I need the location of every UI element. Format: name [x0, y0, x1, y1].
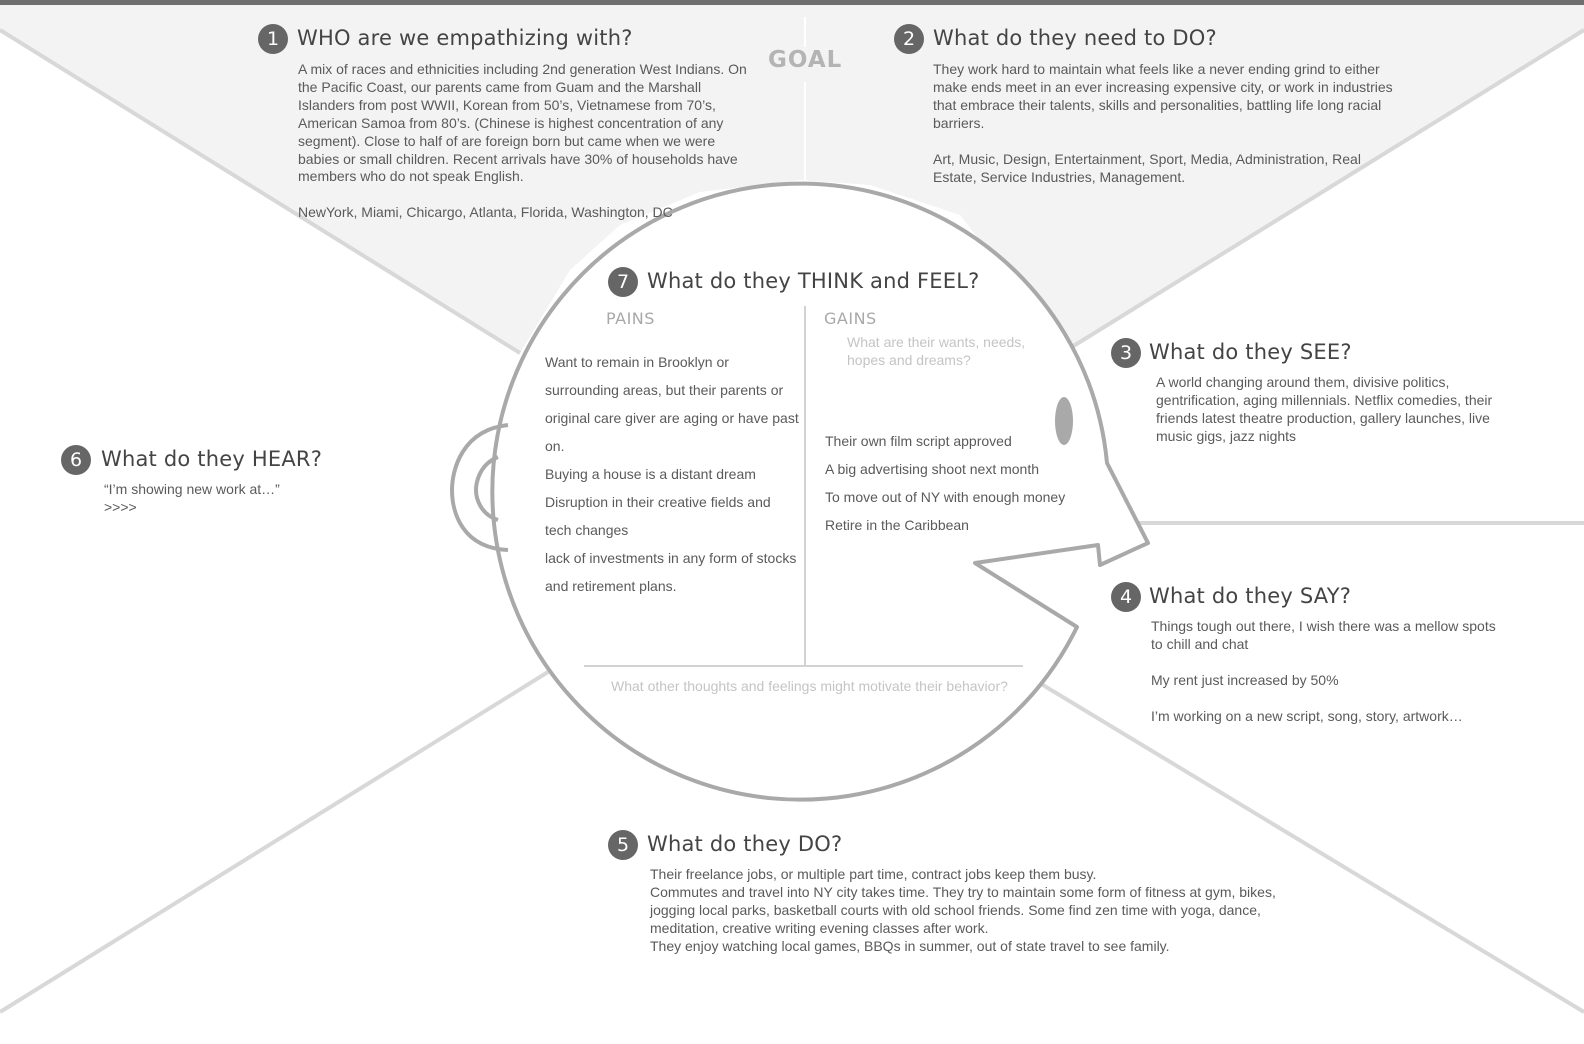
divider-bottom-right	[1026, 674, 1584, 1014]
do-heading: What do they DO?	[647, 832, 843, 856]
think-heading: What do they THINK and FEEL?	[647, 269, 980, 293]
section-number-7: 7	[608, 267, 638, 297]
do-body: Their freelance jobs, or multiple part t…	[650, 866, 1300, 956]
who-heading: WHO are we empathizing with?	[297, 26, 633, 50]
section-number-1: 1	[258, 24, 288, 54]
section-number-5: 5	[608, 830, 638, 860]
say-heading: What do they SAY?	[1149, 584, 1352, 608]
say-quote: My rent just increased by 50%	[1151, 671, 1339, 688]
gain-item: To move out of NY with enough money	[825, 489, 1066, 505]
say-quote: Things tough out there, I wish there was…	[1151, 618, 1496, 652]
ear-outer	[449, 423, 509, 552]
section-number-6: 6	[61, 445, 91, 475]
pain-item: lack of investments in any form of stock…	[545, 550, 797, 594]
gain-item: A big advertising shoot next month	[825, 461, 1040, 477]
see-heading: What do they SEE?	[1149, 340, 1352, 364]
gains-hint: What are their wants, needs, hopes and d…	[847, 334, 1026, 368]
gains-list: Their own film script approved A big adv…	[825, 427, 1095, 539]
goal-region	[0, 5, 1584, 353]
head-outline	[490, 181, 1150, 802]
gain-item: Retire in the Caribbean	[825, 517, 969, 533]
pain-item: Buying a house is a distant dream	[545, 466, 756, 482]
do-line: Commutes and travel into NY city takes t…	[650, 883, 1276, 936]
top-border	[0, 0, 1584, 5]
section-number-2: 2	[894, 24, 924, 54]
hear-heading: What do they HEAR?	[101, 447, 323, 471]
goal-label: GOAL	[768, 47, 843, 73]
do-line: Their freelance jobs, or multiple part t…	[650, 866, 1097, 882]
think-bottom-hint: What other thoughts and feelings might m…	[611, 678, 1008, 694]
who-body: A mix of races and ethnicities including…	[298, 61, 758, 222]
hear-body: “I’m showing new work at…” >>>>	[104, 481, 364, 517]
who-paragraph: A mix of races and ethnicities including…	[298, 61, 747, 185]
say-quote: I’m working on a new script, song, story…	[1151, 707, 1463, 724]
see-text: A world changing around them, divisive p…	[1156, 374, 1493, 444]
section-number-3: 3	[1111, 338, 1141, 368]
gains-label: GAINS	[824, 309, 877, 328]
need-industries: Art, Music, Design, Entertainment, Sport…	[933, 150, 1361, 185]
gain-item: Their own film script approved	[825, 433, 1012, 449]
say-body: Things tough out there, I wish there was…	[1151, 618, 1511, 726]
divider-bottom-left	[0, 670, 550, 1014]
pains-list: Want to remain in Brooklyn or surroundin…	[545, 348, 800, 600]
eye-shape	[1055, 397, 1073, 445]
pain-item: Disruption in their creative fields and …	[545, 494, 771, 538]
section-number-4: 4	[1111, 582, 1141, 612]
do-line: They enjoy watching local games, BBQs in…	[650, 937, 1170, 954]
need-heading: What do they need to DO?	[933, 26, 1217, 50]
pains-label: PAINS	[606, 309, 655, 328]
hear-quote: “I’m showing new work at…”	[104, 481, 280, 497]
divider-top-left	[0, 28, 522, 355]
need-paragraph: They work hard to maintain what feels li…	[933, 61, 1393, 131]
pain-item: Want to remain in Brooklyn or surroundin…	[545, 354, 799, 454]
need-body: They work hard to maintain what feels li…	[933, 61, 1393, 186]
who-cities: NewYork, Miami, Chicargo, Atlanta, Flori…	[298, 204, 673, 221]
divider-top-right	[1065, 28, 1584, 352]
hear-more: >>>>	[104, 498, 137, 515]
ear-inner	[473, 455, 499, 522]
